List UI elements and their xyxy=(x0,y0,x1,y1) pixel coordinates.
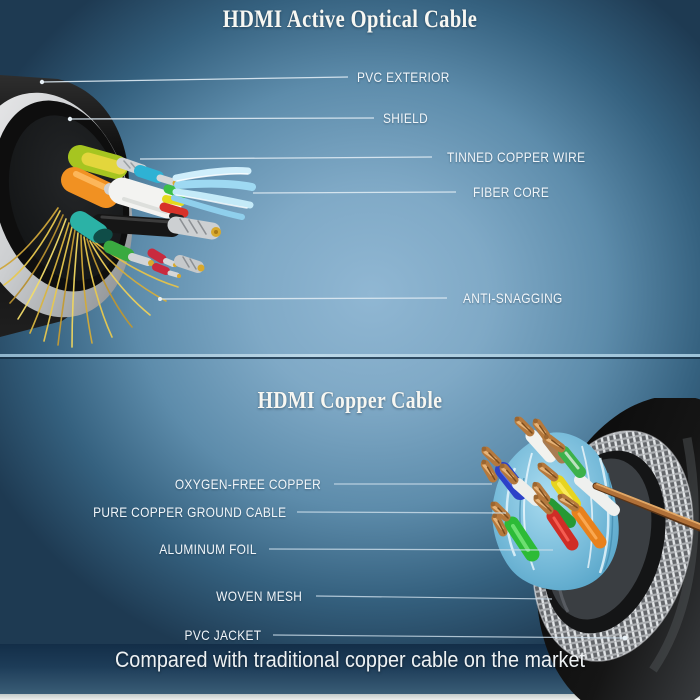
label-pure-copper-ground-cable: PURE COPPER GROUND CABLE xyxy=(92,504,286,520)
copper-section-title: HDMI Copper Cable xyxy=(257,388,443,414)
optical-wires-lower xyxy=(70,211,221,278)
leader-aluminum-foil xyxy=(268,548,554,551)
label-oxygen-free-copper: OXYGEN-FREE COPPER xyxy=(174,476,321,492)
leader-fiber-core xyxy=(252,191,457,194)
leader-woven-mesh xyxy=(315,595,553,600)
label-aluminum-foil: ALUMINUM FOIL xyxy=(159,541,257,557)
optical-wires xyxy=(61,145,189,221)
label-woven-mesh: WOVEN MESH xyxy=(215,588,302,604)
label-pvc-exterior: PVC EXTERIOR xyxy=(357,69,450,85)
anchor-dot-pvc-jacket xyxy=(622,635,628,641)
anchor-dot-pvc-exterior xyxy=(39,79,45,85)
label-pvc-jacket: PVC JACKET xyxy=(184,627,261,643)
copper-cable-illustration xyxy=(400,398,700,700)
anchor-dot-anti-snagging xyxy=(158,297,162,301)
section-divider-shadow xyxy=(0,357,700,359)
copper-wires xyxy=(478,417,620,562)
label-anti-snagging: ANTI-SNAGGING xyxy=(463,290,563,306)
optical-cable-illustration xyxy=(0,75,256,348)
label-fiber-core: FIBER CORE xyxy=(473,184,550,200)
leader-anti-snagging xyxy=(159,297,448,300)
anchor-dot-shield xyxy=(67,116,73,122)
label-shield: SHIELD xyxy=(383,110,429,126)
leader-pvc-jacket xyxy=(272,634,626,639)
copper-ground-wire xyxy=(592,482,700,532)
section-divider xyxy=(0,354,700,357)
leader-tinned-copper-wire xyxy=(139,156,433,160)
leader-shield xyxy=(69,117,375,120)
label-tinned-copper-wire: TINNED COPPER WIRE xyxy=(447,149,586,165)
optical-section-title: HDMI Active Optical Cable xyxy=(222,6,478,33)
optical-fiber-ribbon xyxy=(171,167,256,220)
leader-pvc-exterior xyxy=(41,76,349,83)
footer-strip xyxy=(0,694,700,700)
optical-anti-snagging-fibers xyxy=(0,207,179,348)
leader-pure-copper-ground-cable xyxy=(296,511,507,514)
footer-caption: Compared with traditional copper cable o… xyxy=(115,647,585,672)
